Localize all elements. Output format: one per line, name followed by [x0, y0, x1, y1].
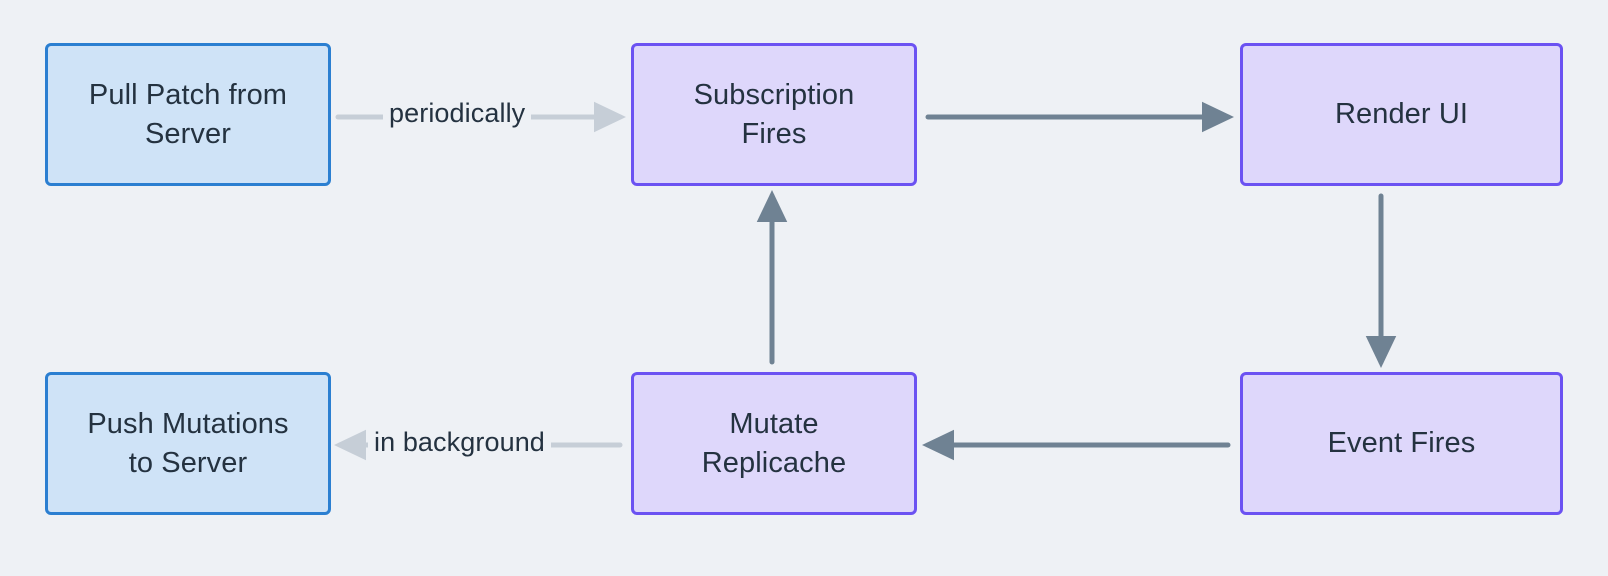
node-label: Pull Patch from Server — [88, 79, 288, 150]
node-label: Push Mutations to Server — [87, 408, 289, 479]
node-mutate-replicache[interactable]: Mutate Replicache — [631, 372, 917, 515]
node-event-fires[interactable]: Event Fires — [1240, 372, 1563, 515]
edge-label-periodically: periodically — [383, 98, 532, 129]
node-subscription-fires[interactable]: Subscription Fires — [631, 43, 917, 186]
node-label: Render UI — [1334, 98, 1469, 131]
edge-label-in-background: in background — [368, 427, 551, 458]
node-render-ui[interactable]: Render UI — [1240, 43, 1563, 186]
node-label: Mutate Replicache — [701, 408, 847, 479]
node-pull-patch-from-server[interactable]: Pull Patch from Server — [45, 43, 331, 186]
node-label: Subscription Fires — [693, 79, 855, 150]
node-push-mutations-to-server[interactable]: Push Mutations to Server — [45, 372, 331, 515]
node-label: Event Fires — [1327, 427, 1476, 460]
